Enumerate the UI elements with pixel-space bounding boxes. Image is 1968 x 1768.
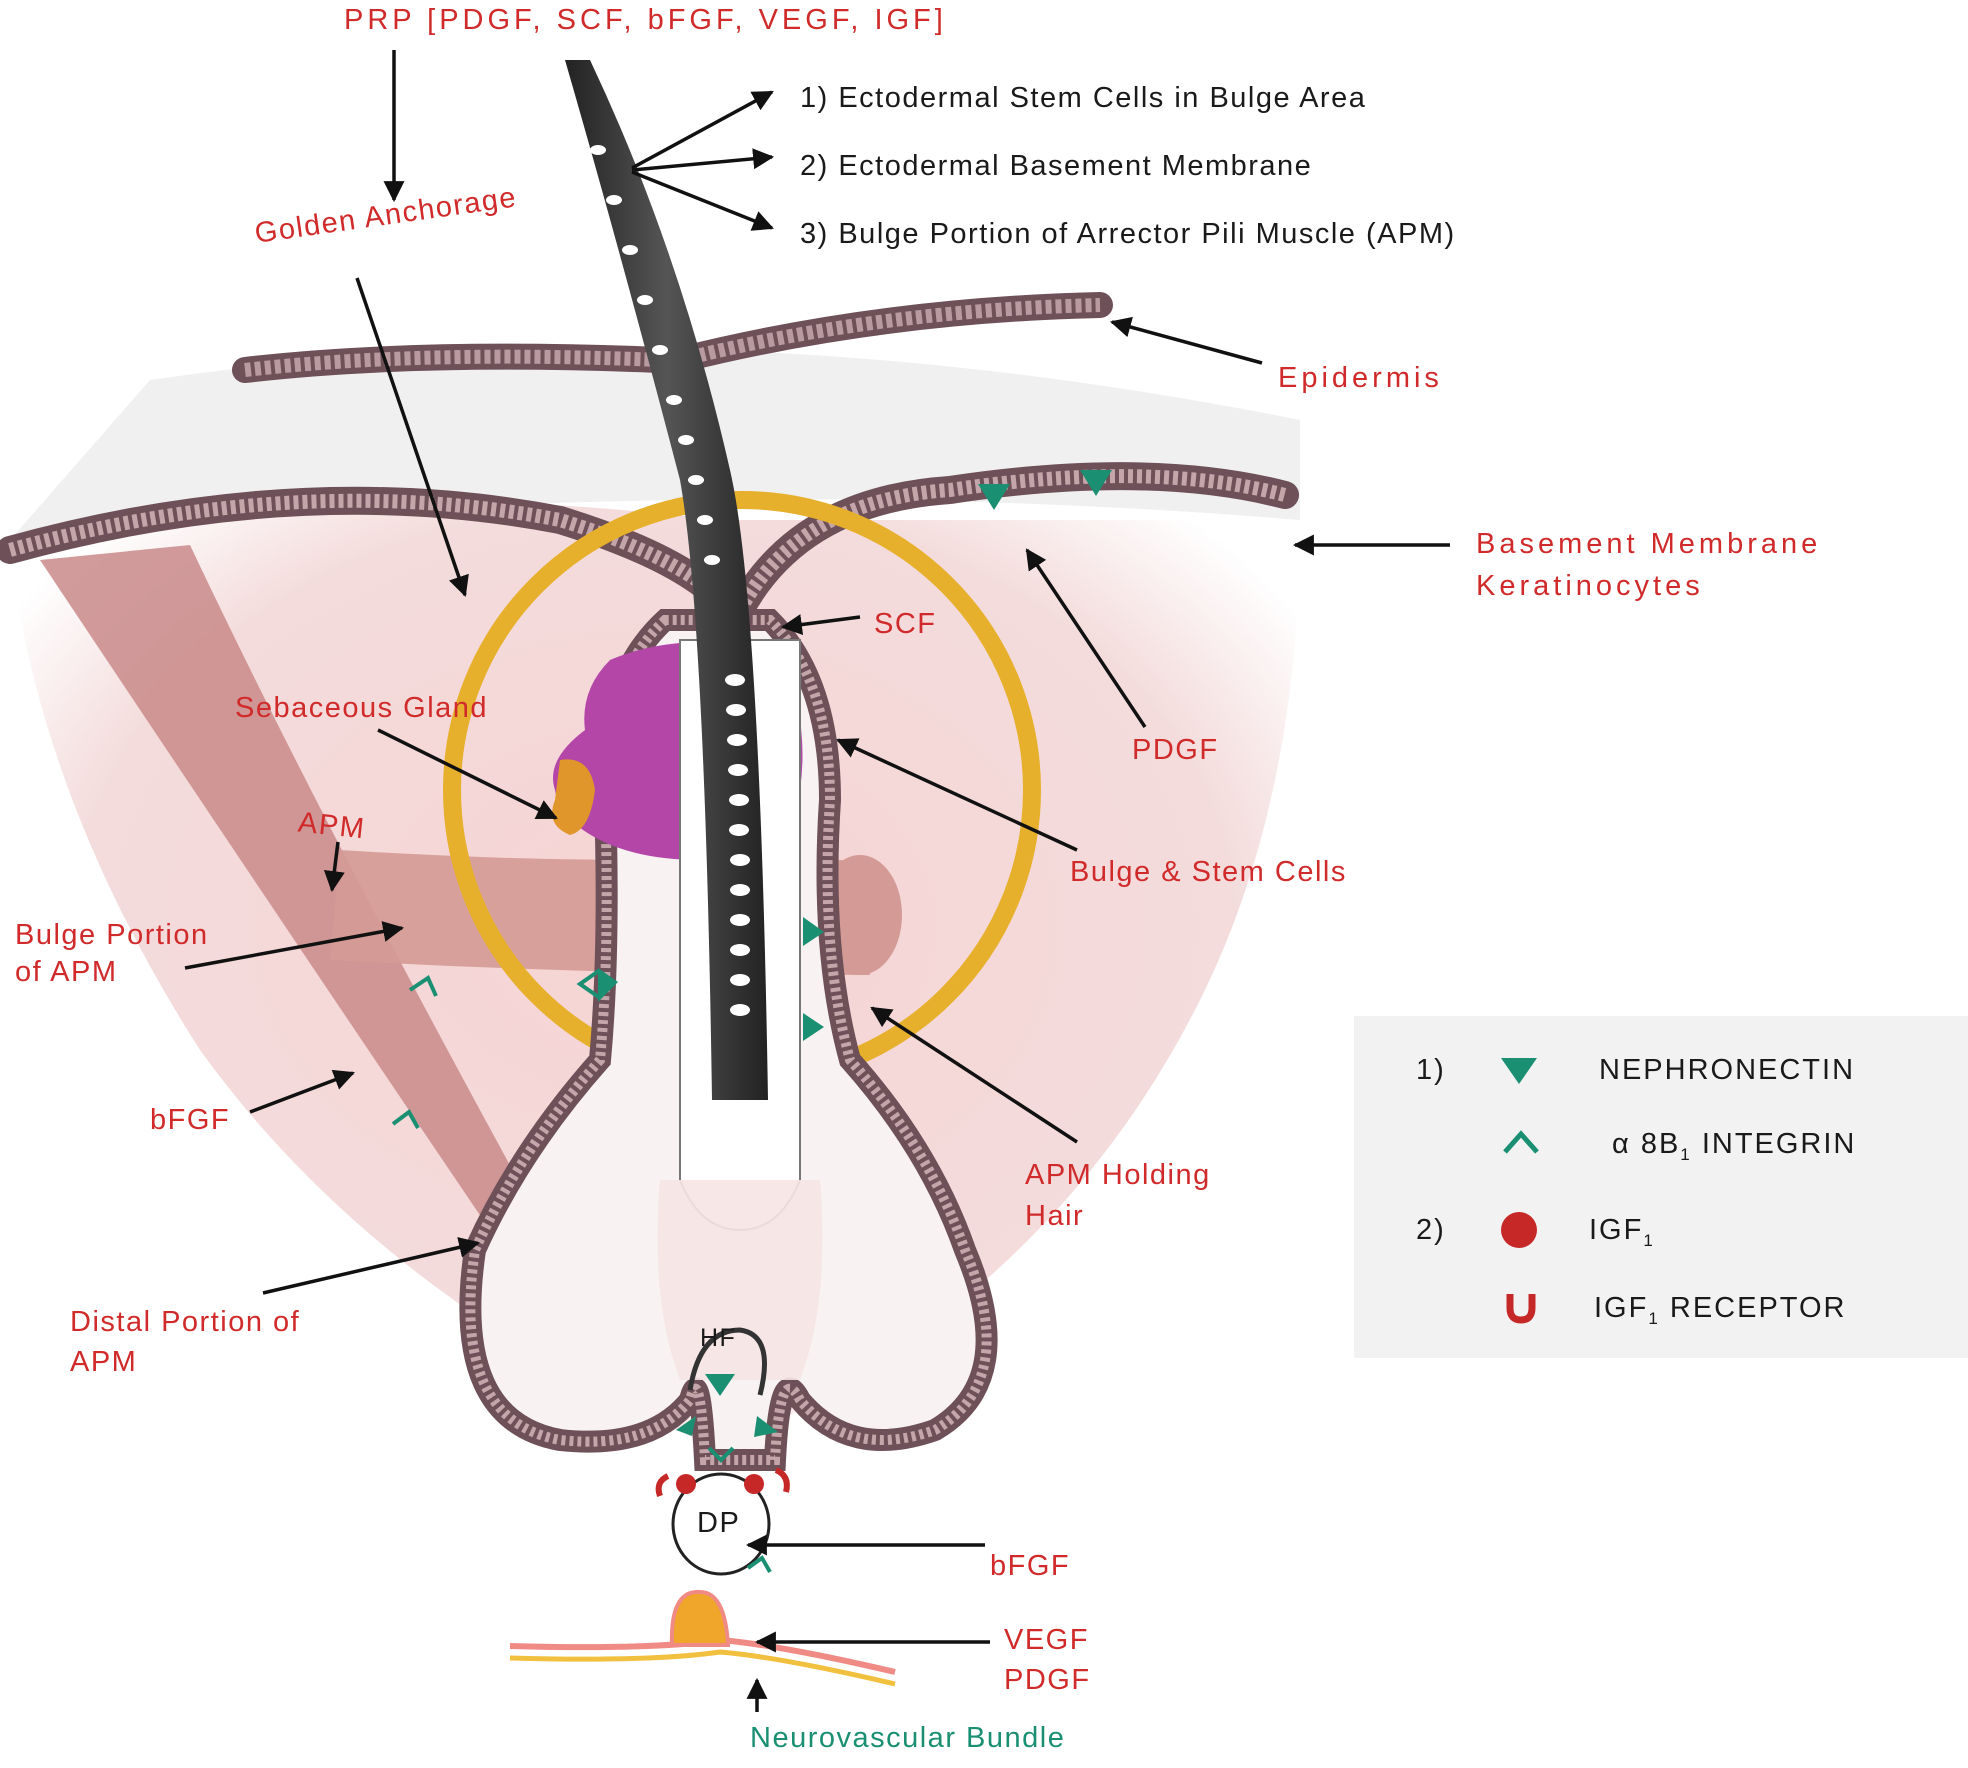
neurovascular-bundle-label: Neurovascular Bundle [750,1722,1066,1754]
legend-group-2: 2) [1416,1214,1446,1246]
igf1-legend-icon [1501,1212,1537,1248]
distal-portion-label-2: APM [70,1346,138,1378]
nephronectin-legend-icon [1501,1058,1537,1084]
neurovascular-bundle-bulge [669,1589,731,1647]
apm-label: APM [296,806,367,846]
nephronectin-markers [598,470,1112,1437]
legend-box: 1) NEPHRONECTIN α 8B1 INTEGRIN 2) IGF1 I… [1354,1016,1968,1358]
igf1-receptor-legend-icon [1506,1294,1536,1324]
igf1-markers [655,1467,790,1498]
pdgf-label: PDGF [1132,734,1219,766]
legend-label-igf1: IGF1 [1589,1214,1655,1250]
label-arrows [184,50,1450,1712]
legend-label-nephronectin: NEPHRONECTIN [1599,1054,1856,1086]
scf-label: SCF [874,608,937,640]
hair-medulla [590,145,750,1016]
basement-membrane-label: Basement Membrane [1476,528,1822,560]
anchorage-point-2: 2) Ectodermal Basement Membrane [800,150,1313,182]
anchorage-point-3: 3) Bulge Portion of Arrector Pili Muscle… [800,218,1456,250]
pdgf-bottom-label: PDGF [1004,1664,1091,1696]
epidermis-label: Epidermis [1278,362,1443,394]
integrin-legend-icon [1503,1130,1539,1154]
vegf-label: VEGF [1004,1624,1089,1656]
legend-label-igf1-receptor: IGF1 RECEPTOR [1594,1292,1847,1328]
hf-papilla-notch [687,1327,767,1396]
bulge-portion-label-2: of APM [15,956,118,988]
prp-label: PRP [PDGF, SCF, bFGF, VEGF, IGF] [344,4,947,36]
dp-label: DP [697,1507,741,1539]
bulge-portion-label-1: Bulge Portion [15,919,209,951]
legend-group-1: 1) [1416,1054,1446,1086]
sebaceous-gland-orange [552,759,595,835]
hair-shaft [565,60,768,1100]
apm-holding-label-2: Hair [1025,1200,1085,1232]
bulge-stem-cells-label: Bulge & Stem Cells [1070,856,1347,888]
anchorage-point-1: 1) Ectodermal Stem Cells in Bulge Area [800,82,1367,114]
dermal-papilla [671,1472,771,1576]
hair-bulb-matrix [657,1180,823,1380]
bfgf-left-label: bFGF [150,1104,231,1136]
distal-portion-label-1: Distal Portion of [70,1306,301,1338]
apm-holding-label-1: APM Holding [1025,1159,1211,1191]
keratinocytes-label: Keratinocytes [1476,570,1704,602]
legend-label-integrin: α 8B1 INTEGRIN [1612,1128,1857,1164]
hf-label: HF [700,1324,737,1352]
bfgf-bottom-label: bFGF [990,1550,1071,1582]
sebaceous-gland-label: Sebaceous Gland [235,692,489,724]
apm-distal-muscle [40,545,540,1230]
integrin-markers [391,968,772,1573]
